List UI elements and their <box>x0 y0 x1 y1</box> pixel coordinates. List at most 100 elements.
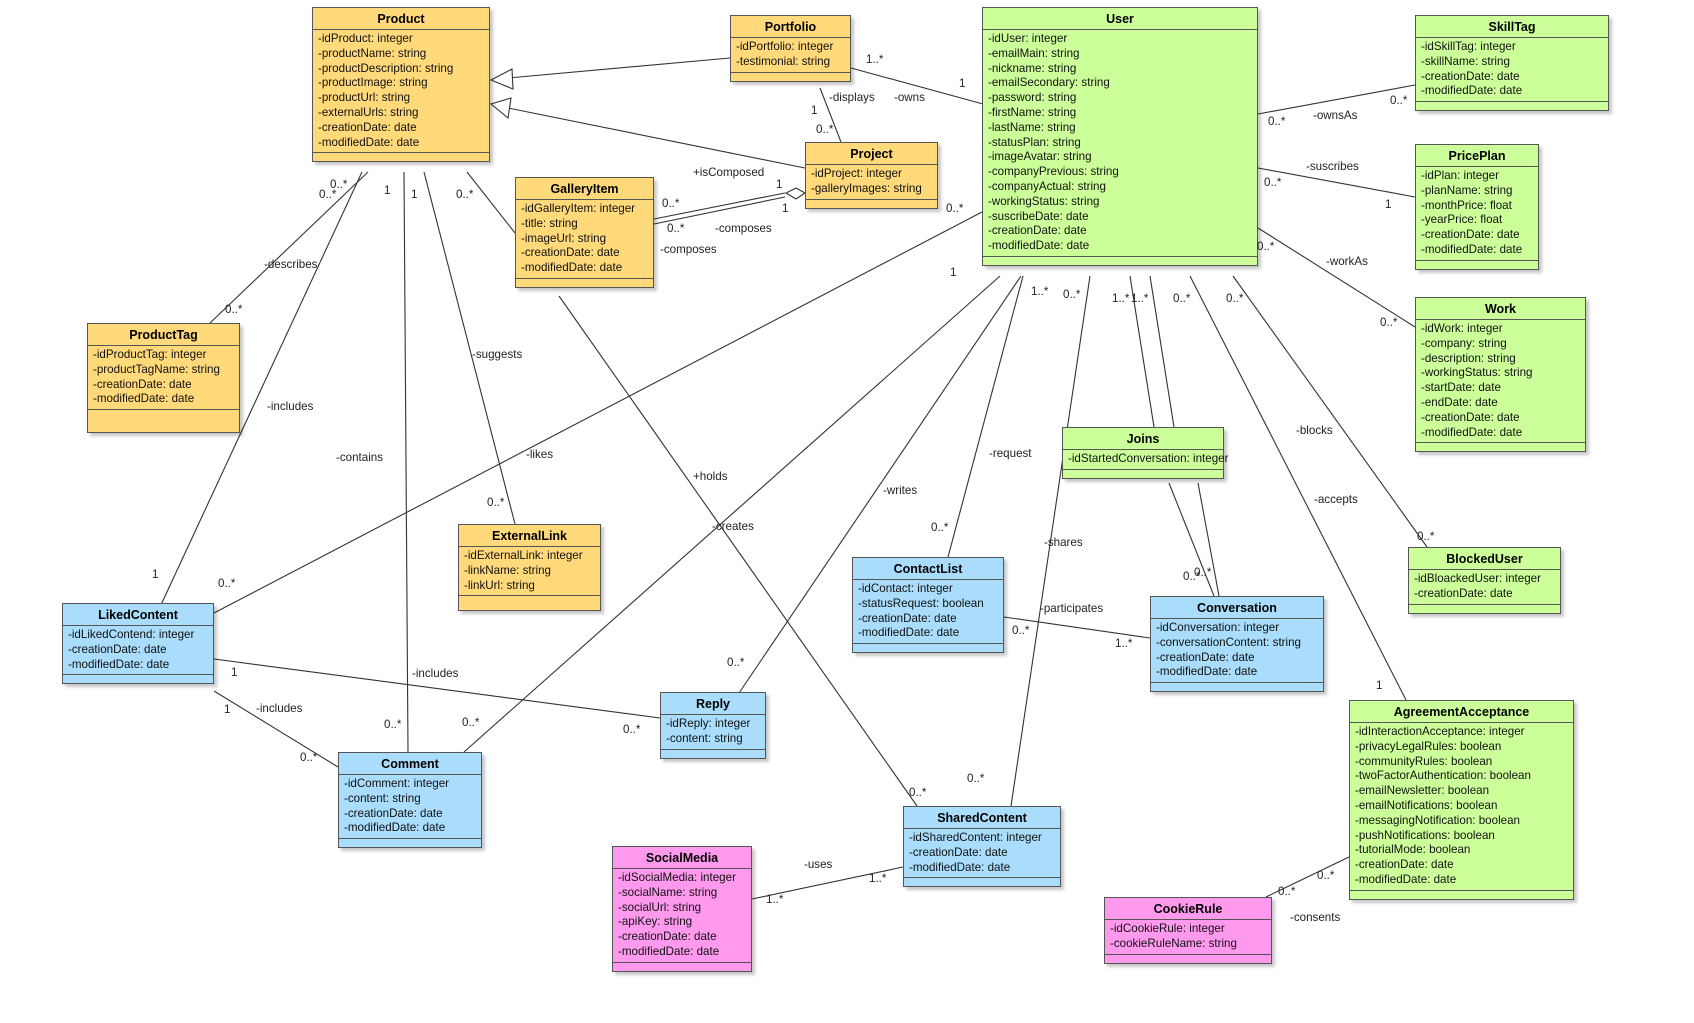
class-contactlist[interactable]: ContactList -idContact: integer -statusR… <box>852 557 1004 654</box>
class-name: Project <box>806 143 937 165</box>
attribute-list: -idComment: integer -content: string -cr… <box>339 775 481 840</box>
attribute: -idReply: integer <box>666 717 751 730</box>
role-label: -workAs <box>1326 255 1368 268</box>
attribute: -creationDate: date <box>1414 586 1513 600</box>
galleryitem-sharedcontent-line <box>558 295 918 807</box>
attribute: -password: string <box>988 91 1077 105</box>
method-compartment <box>1350 891 1573 899</box>
class-skilltag[interactable]: SkillTag -idSkillTag: integer -skillName… <box>1415 15 1609 112</box>
attribute-list: -idGalleryItem: integer -title: string -… <box>516 200 653 279</box>
portfolio-product-generalization <box>507 57 731 79</box>
class-producttag[interactable]: ProductTag -idProductTag: integer -produ… <box>87 323 240 434</box>
attribute: -emailSecondary: string <box>988 76 1110 90</box>
attribute: -idConversation: integer <box>1156 621 1280 634</box>
class-name: GalleryItem <box>516 178 653 200</box>
attribute-list: -idContact: integer -statusRequest: bool… <box>853 580 1003 645</box>
attribute: -modifiedDate: date <box>1421 425 1523 439</box>
multiplicity-label: 0..* <box>1264 176 1282 189</box>
likedcontent-comment-line <box>213 690 339 768</box>
role-label: -displays <box>829 91 875 104</box>
attribute-list: -idPlan: integer -planName: string -mont… <box>1416 167 1538 261</box>
class-sharedcontent[interactable]: SharedContent -idSharedContent: integer … <box>903 806 1061 888</box>
attribute: -idProject: integer <box>811 167 902 180</box>
attribute: -imageAvatar: string <box>988 150 1092 164</box>
class-project[interactable]: Project -idProject: integer -galleryImag… <box>805 142 938 209</box>
attribute: -modifiedDate: date <box>93 392 195 406</box>
role-label: -includes <box>256 702 303 715</box>
class-name: Portfolio <box>731 16 850 38</box>
attribute: -idSharedContent: integer <box>909 831 1042 844</box>
multiplicity-label: 0..* <box>1417 530 1435 543</box>
attribute: -privacyLegalRules: boolean <box>1355 739 1502 753</box>
method-compartment <box>661 750 765 758</box>
attribute: -modifiedDate: date <box>988 239 1090 253</box>
class-user[interactable]: User -idUser: integer -emailMain: string… <box>982 7 1258 266</box>
method-compartment <box>313 153 489 161</box>
class-reply[interactable]: Reply -idReply: integer -content: string <box>660 692 766 759</box>
class-work[interactable]: Work -idWork: integer -company: string -… <box>1415 297 1586 453</box>
class-likedcontent[interactable]: LikedContent -idLikedContend: integer -c… <box>62 603 214 685</box>
attribute: -skillName: string <box>1421 54 1510 68</box>
attribute: -idSocialMedia: integer <box>618 871 736 884</box>
method-compartment <box>1151 683 1323 691</box>
class-agreementacceptance[interactable]: AgreementAcceptance -idInteractionAccept… <box>1349 700 1574 900</box>
role-label: -accepts <box>1314 493 1358 506</box>
class-conversation[interactable]: Conversation -idConversation: integer -c… <box>1150 596 1324 693</box>
class-product[interactable]: Product -idProduct: integer -productName… <box>312 7 490 163</box>
attribute: -cookieRuleName: string <box>1110 936 1237 950</box>
class-externallink[interactable]: ExternalLink -idExternalLink: integer -l… <box>458 524 601 612</box>
attribute: -modifiedDate: date <box>858 626 960 640</box>
attribute: -modifiedDate: date <box>1156 665 1258 679</box>
attribute: -idWork: integer <box>1421 322 1503 335</box>
user-sharedcontent-line <box>1010 275 1091 807</box>
attribute: -idProductTag: integer <box>93 348 207 361</box>
attribute: -creationDate: date <box>1156 650 1255 664</box>
product-galleryitem-line <box>466 171 516 234</box>
class-joins[interactable]: Joins -idStartedConversation: integer <box>1062 427 1228 479</box>
attribute: -linkUrl: string <box>464 578 535 592</box>
user-comment-line <box>463 275 1001 753</box>
class-galleryitem[interactable]: GalleryItem -idGalleryItem: integer -tit… <box>515 177 654 288</box>
multiplicity-label: 1..* <box>866 53 884 66</box>
multiplicity-label: 0..* <box>1012 624 1030 637</box>
generalization-arrowhead <box>489 97 512 120</box>
multiplicity-label: 0..* <box>816 123 834 136</box>
multiplicity-label: 0..* <box>487 496 505 509</box>
attribute: -workingStatus: string <box>1421 366 1533 380</box>
multiplicity-label: 1..* <box>869 872 887 885</box>
attribute: -statusPlan: string <box>988 135 1081 149</box>
role-label: +isComposed <box>693 166 765 179</box>
attribute: -idProduct: integer <box>318 32 413 45</box>
role-label: -participates <box>1040 602 1104 615</box>
multiplicity-label: 1..* <box>1031 285 1049 298</box>
class-name: CookieRule <box>1105 898 1271 920</box>
attribute: -modifiedDate: date <box>521 261 623 275</box>
attribute: -companyActual: string <box>988 179 1106 193</box>
attribute-list: -idExternalLink: integer -linkName: stri… <box>459 547 600 597</box>
product-externallink-line <box>423 171 516 525</box>
class-priceplan[interactable]: PricePlan -idPlan: integer -planName: st… <box>1415 144 1539 270</box>
product-comment-line <box>403 171 409 753</box>
multiplicity-label: 0..* <box>319 188 337 201</box>
multiplicity-label: 0..* <box>1063 288 1081 301</box>
multiplicity-label: 1..* <box>766 893 784 906</box>
class-socialmedia[interactable]: SocialMedia -idSocialMedia: integer -soc… <box>612 846 752 972</box>
class-portfolio[interactable]: Portfolio -idPortfolio: integer -testimo… <box>730 15 851 82</box>
attribute-list: -idConversation: integer -conversationCo… <box>1151 619 1323 684</box>
class-name: SharedContent <box>904 807 1060 829</box>
role-label: +holds <box>693 470 728 483</box>
class-comment[interactable]: Comment -idComment: integer -content: st… <box>338 752 482 849</box>
role-label: -consents <box>1290 911 1341 924</box>
class-name: SocialMedia <box>613 847 751 869</box>
multiplicity-label: 0..* <box>218 577 236 590</box>
multiplicity-label: 0..* <box>662 197 680 210</box>
class-cookierule[interactable]: CookieRule -idCookieRule: integer -cooki… <box>1104 897 1272 964</box>
class-blockeduser[interactable]: BlockedUser -idBloackedUser: integer -cr… <box>1408 547 1561 614</box>
attribute: -creationDate: date <box>1421 69 1520 83</box>
attribute-list: -idInteractionAcceptance: integer -priva… <box>1350 723 1573 891</box>
attribute: -creationDate: date <box>68 642 167 656</box>
attribute: -creationDate: date <box>1355 858 1454 872</box>
attribute-list: -idWork: integer -company: string -descr… <box>1416 320 1585 444</box>
attribute: -idLikedContend: integer <box>68 628 195 641</box>
role-label: -ownsAs <box>1313 109 1358 122</box>
